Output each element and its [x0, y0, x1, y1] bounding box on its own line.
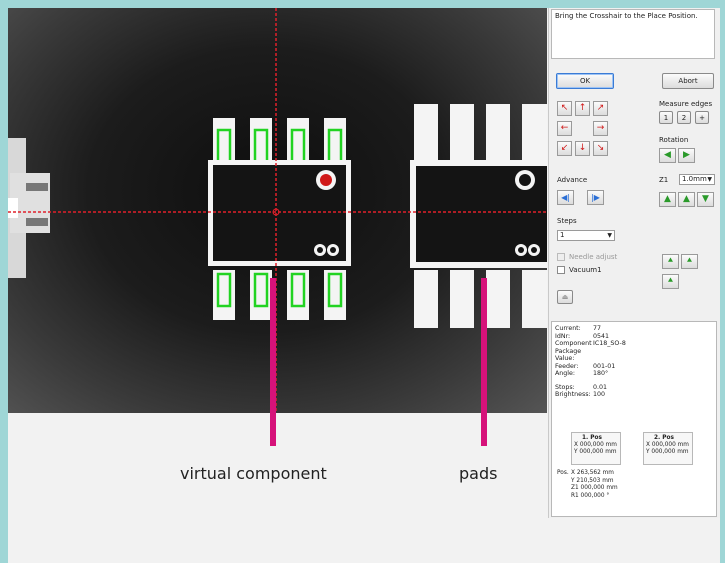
- chevron-down-icon: ▼: [607, 232, 612, 239]
- tool-down-button[interactable]: ⯅: [681, 254, 698, 269]
- rotate-left-button[interactable]: ◀: [659, 148, 676, 163]
- advance-next-button[interactable]: |▶: [587, 190, 604, 205]
- z-up-small-button[interactable]: ▲: [659, 192, 676, 207]
- tool-up-button[interactable]: ⯅: [662, 254, 679, 269]
- step-size-dropdown[interactable]: 1.0mm▼: [679, 174, 715, 185]
- move-left-button[interactable]: ←: [557, 121, 572, 136]
- ok-button[interactable]: OK: [556, 73, 614, 89]
- move-down-button[interactable]: ↓: [575, 141, 590, 156]
- move-down-right-button[interactable]: ↘: [593, 141, 608, 156]
- vacuum-checkbox[interactable]: [557, 266, 565, 274]
- pads-label: pads: [459, 464, 498, 483]
- pads-footprint: [410, 160, 547, 268]
- advance-label: Advance: [557, 176, 588, 184]
- move-down-left-button[interactable]: ↙: [557, 141, 572, 156]
- position-1-box: 1. Pos X 000,000 mm Y 000,000 mm: [571, 432, 621, 465]
- advance-prev-button[interactable]: ◀|: [557, 190, 574, 205]
- z-axis-label: Z1: [659, 176, 669, 184]
- vacuum-label: Vacuum1: [569, 266, 602, 274]
- needle-adjust-label: Needle adjust: [569, 253, 618, 261]
- camera-view[interactable]: [8, 8, 547, 413]
- move-up-button[interactable]: ↑: [575, 101, 590, 116]
- control-panel: Bring the Crosshair to the Place Positio…: [548, 8, 720, 518]
- pads-pointer: [481, 278, 487, 446]
- nozzle-button[interactable]: ⏏: [557, 290, 573, 304]
- instruction-box: Bring the Crosshair to the Place Positio…: [551, 9, 715, 59]
- measure-edge-1-button[interactable]: 1: [659, 111, 673, 124]
- needle-adjust-checkbox[interactable]: [557, 253, 565, 261]
- move-right-button[interactable]: →: [593, 121, 608, 136]
- move-up-left-button[interactable]: ↖: [557, 101, 572, 116]
- crosshair: [8, 8, 547, 413]
- measure-edge-plus-button[interactable]: +: [695, 111, 709, 124]
- measure-edge-2-button[interactable]: 2: [677, 111, 691, 124]
- left-connector: [8, 138, 50, 278]
- tool-center-button[interactable]: ⯅: [662, 274, 679, 289]
- position-2-box: 2. Pos X 000,000 mm Y 000,000 mm: [643, 432, 693, 465]
- virtual-component-pointer: [270, 278, 276, 446]
- move-up-right-button[interactable]: ↗: [593, 101, 608, 116]
- steps-dropdown[interactable]: 1▼: [557, 230, 615, 241]
- current-position-readout: Pos. X 263,562 mm Y 210,503 mm Z1 000,00…: [557, 470, 618, 499]
- main-canvas: virtual component pads Bring the Crossha…: [8, 8, 720, 563]
- z-down-button[interactable]: ▼: [697, 192, 714, 207]
- steps-label: Steps: [557, 217, 577, 225]
- virtual-component-label: virtual component: [180, 464, 327, 483]
- pads: [414, 104, 547, 328]
- virtual-component-pads: [213, 118, 346, 320]
- rotate-right-button[interactable]: ▶: [678, 148, 695, 163]
- measure-edges-label: Measure edges: [659, 100, 713, 108]
- abort-button[interactable]: Abort: [662, 73, 714, 89]
- camera-image: [8, 8, 547, 413]
- rotation-label: Rotation: [659, 136, 689, 144]
- z-up-button[interactable]: ▲: [678, 192, 695, 207]
- chevron-down-icon: ▼: [707, 176, 712, 183]
- virtual-component-body: [208, 160, 351, 266]
